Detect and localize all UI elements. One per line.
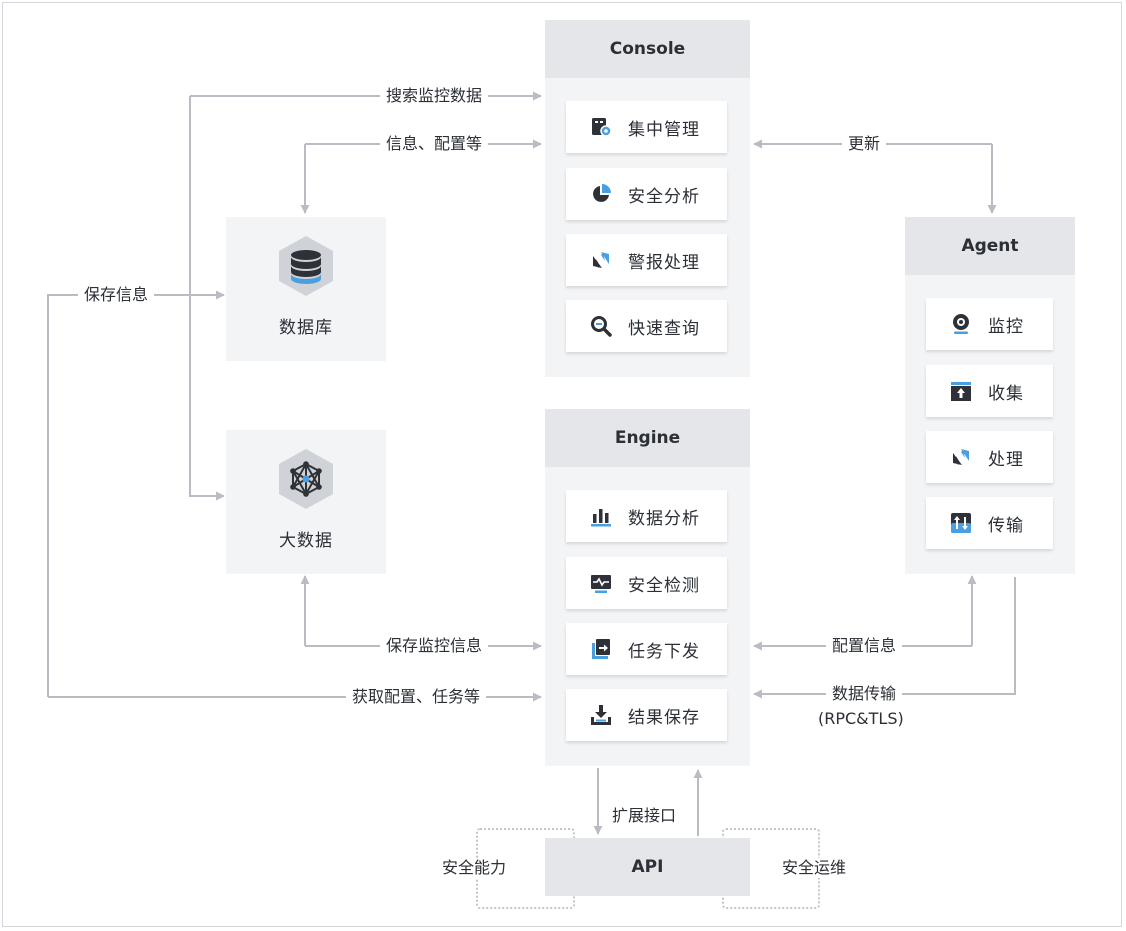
label-config-info: 配置信息 bbox=[826, 636, 903, 656]
label-extension-interface: 扩展接口 bbox=[606, 806, 683, 826]
console-item-label: 安全分析 bbox=[628, 186, 700, 207]
agent-item-label: 传输 bbox=[988, 515, 1024, 536]
api-node[interactable]: API bbox=[545, 838, 750, 896]
agent-item-monitor[interactable]: 监控 bbox=[926, 298, 1053, 350]
label-data-transfer-protocol: (RPC&TLS) bbox=[812, 709, 910, 729]
network-hub-icon bbox=[277, 448, 335, 514]
edge-save-info bbox=[47, 290, 225, 697]
webcam-icon bbox=[950, 313, 972, 335]
engine-panel: Engine 数据分析 安全检测 任务下发 结果保存 bbox=[545, 409, 750, 766]
engine-item-label: 结果保存 bbox=[628, 707, 700, 728]
agent-panel: Agent 监控 收集 处理 传输 bbox=[905, 217, 1075, 574]
console-panel: Console 集中管理 安全分析 警报处理 快速查询 bbox=[545, 20, 750, 377]
agent-item-label: 监控 bbox=[988, 316, 1024, 337]
label-security-ops: 安全运维 bbox=[776, 858, 853, 878]
label-search-data: 搜索监控数据 bbox=[380, 86, 489, 106]
engine-title: Engine bbox=[545, 409, 750, 467]
database-label: 数据库 bbox=[279, 318, 333, 338]
engine-item-label: 安全检测 bbox=[628, 575, 700, 596]
bar-chart-icon bbox=[590, 505, 612, 527]
edge-search-data-to-bigdata bbox=[189, 96, 225, 501]
console-item-label: 集中管理 bbox=[628, 119, 700, 140]
label-security-capability: 安全能力 bbox=[436, 858, 513, 878]
console-item-central-management[interactable]: 集中管理 bbox=[566, 101, 727, 153]
engine-item-label: 任务下发 bbox=[628, 641, 700, 662]
engine-item-result-save[interactable]: 结果保存 bbox=[566, 689, 727, 741]
refresh-arrows-icon bbox=[950, 446, 972, 468]
label-save-info: 保存信息 bbox=[78, 285, 155, 305]
console-title: Console bbox=[545, 20, 750, 78]
label-update: 更新 bbox=[842, 134, 887, 154]
engine-item-label: 数据分析 bbox=[628, 508, 700, 529]
agent-item-collect[interactable]: 收集 bbox=[926, 365, 1053, 417]
agent-item-process[interactable]: 处理 bbox=[926, 431, 1053, 483]
label-data-transfer: 数据传输 bbox=[826, 684, 903, 704]
agent-item-label: 收集 bbox=[988, 383, 1024, 404]
database-node[interactable]: 数据库 bbox=[226, 217, 386, 361]
transfer-arrows-icon bbox=[950, 512, 972, 534]
label-info-config: 信息、配置等 bbox=[380, 134, 489, 154]
console-item-label: 警报处理 bbox=[628, 252, 700, 273]
download-icon bbox=[590, 704, 612, 726]
pie-chart-icon bbox=[590, 183, 612, 205]
database-icon bbox=[277, 235, 335, 301]
engine-item-security-detection[interactable]: 安全检测 bbox=[566, 557, 727, 609]
console-item-quick-search[interactable]: 快速查询 bbox=[566, 300, 727, 352]
label-save-monitor-info: 保存监控信息 bbox=[380, 636, 489, 656]
bigdata-label: 大数据 bbox=[279, 531, 333, 551]
agent-title: Agent bbox=[905, 217, 1075, 275]
console-item-security-analysis[interactable]: 安全分析 bbox=[566, 168, 727, 220]
folder-upload-icon bbox=[950, 380, 972, 402]
engine-item-task-dispatch[interactable]: 任务下发 bbox=[566, 623, 727, 675]
magnifier-icon bbox=[590, 315, 612, 337]
console-item-label: 快速查询 bbox=[628, 318, 700, 339]
label-get-config-tasks: 获取配置、任务等 bbox=[346, 687, 487, 707]
refresh-arrows-icon bbox=[590, 249, 612, 271]
central-management-icon bbox=[590, 116, 612, 138]
agent-item-label: 处理 bbox=[988, 449, 1024, 470]
bigdata-node[interactable]: 大数据 bbox=[226, 430, 386, 574]
task-dispatch-icon bbox=[590, 638, 612, 660]
agent-item-transfer[interactable]: 传输 bbox=[926, 497, 1053, 549]
console-item-alert-handling[interactable]: 警报处理 bbox=[566, 234, 727, 286]
monitor-pulse-icon bbox=[590, 572, 612, 594]
engine-item-data-analysis[interactable]: 数据分析 bbox=[566, 490, 727, 542]
